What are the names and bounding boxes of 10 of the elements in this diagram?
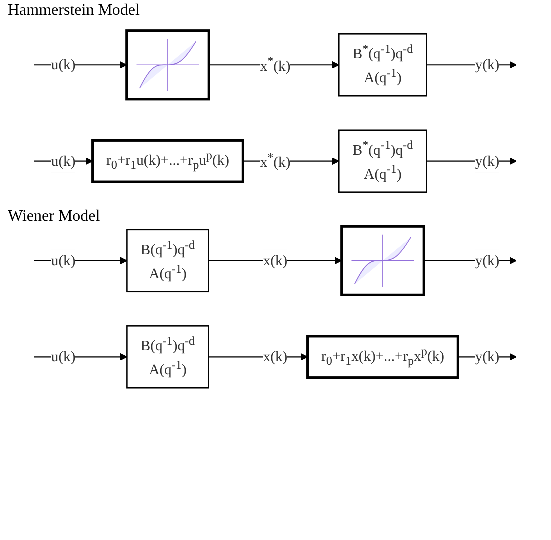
transfer-function-block: B(q$^{-1}$)q$^{-d}$ A(q$^{-1}$) xyxy=(126,229,210,293)
section-heading: Wiener Model xyxy=(8,208,100,226)
polynomial-block: r$_{0}$+r$_{1}$u(k)+...+r$_{p}$u$^{p}$(k) xyxy=(92,139,244,184)
transfer-function-block: B(q$^{-1}$)q$^{-d}$ A(q$^{-1}$) xyxy=(126,326,210,389)
section-heading: Hammerstein Model xyxy=(8,2,140,20)
nonlinearity-block xyxy=(126,30,210,101)
transfer-function-block: B$^{*}$(q$^{-1}$)q$^{-d}$ A(q$^{-1}$) xyxy=(338,130,428,193)
polynomial-block: r$_{0}$+r$_{1}$x(k)+...+r$_{p}$x$^{p}$(k) xyxy=(306,335,460,380)
nonlinearity-block xyxy=(340,225,426,296)
transfer-function-block: B$^{*}$(q$^{-1}$)q$^{-d}$ A(q$^{-1}$) xyxy=(338,34,428,97)
